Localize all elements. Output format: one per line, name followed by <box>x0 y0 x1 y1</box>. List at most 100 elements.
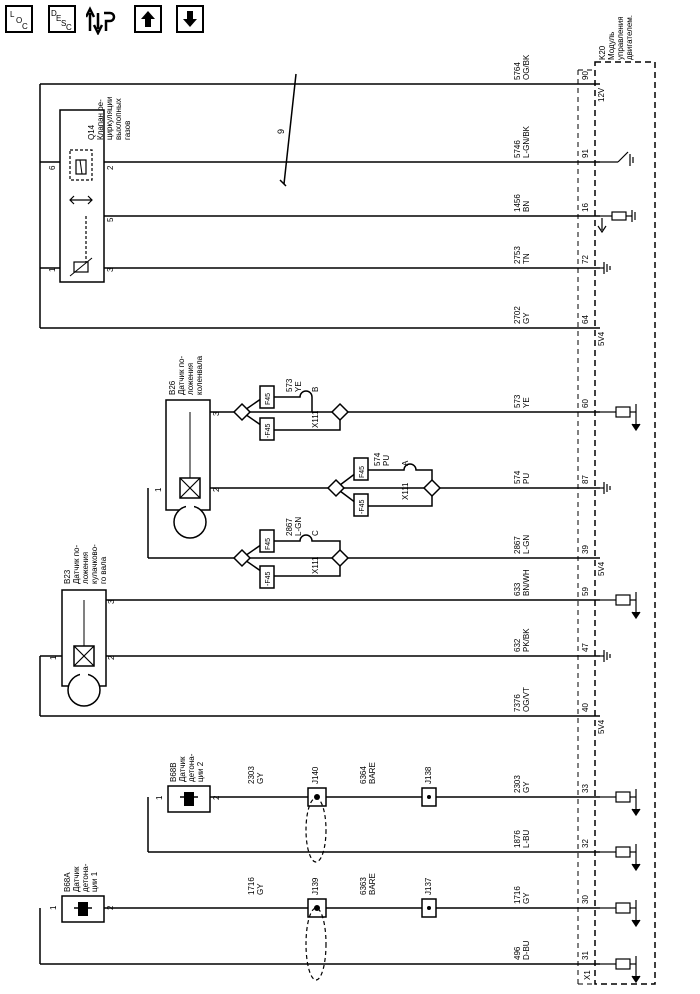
ecm-pin-31: 31 <box>581 951 590 960</box>
b26-pin-2: 2 <box>212 487 221 492</box>
ecm-sensor-input-icon <box>600 789 641 817</box>
inline-2867-conn: X111 <box>311 556 320 574</box>
wire-color-2702: GY <box>522 312 531 324</box>
ecm-internal-symbols <box>597 151 641 984</box>
b68b-knock-sensor-2: B68B Датчик детона- ции 2 1 2 <box>155 753 221 813</box>
loc-letter-l: L <box>10 10 15 19</box>
b26-line-3: коленвала <box>195 355 204 395</box>
ecm-resistor-ground-icon <box>597 210 636 234</box>
wire-color-5746: L-GN/BK <box>522 125 531 158</box>
b68a-line-1: Датчик <box>72 866 81 892</box>
b23-line-2: ложения <box>81 552 90 584</box>
knock1-bare-circuit: 6363 <box>359 877 368 895</box>
wire-circuit-2303: 2303 <box>513 775 522 793</box>
desc-letter-c: C <box>66 23 72 31</box>
ecm-name-2: управления <box>616 16 625 60</box>
b23-line-3: кулачково- <box>90 544 99 584</box>
location-button[interactable]: L O C <box>5 5 33 33</box>
b23-pin-3: 3 <box>107 599 116 604</box>
q14-pin-6: 6 <box>48 165 57 170</box>
b68a-line-2: детона- <box>81 863 90 892</box>
b68b-line-3: ции 2 <box>196 761 205 782</box>
b23-pin-1: 1 <box>49 655 58 660</box>
inline-574-letter: A <box>401 460 410 466</box>
wire-circuit-1456: 1456 <box>513 194 522 212</box>
ecm-module: K20 Модуль управления двигателем. X1 <box>577 15 656 985</box>
b68b-line-2: детона- <box>187 753 196 782</box>
q14-pin-1: 1 <box>48 267 57 272</box>
wire-color-573: YE <box>522 397 531 408</box>
inline-574-color: PU <box>382 455 391 466</box>
ecm-sensor-input-icon <box>600 844 641 872</box>
f45-2867-top: F45 <box>265 538 272 550</box>
b23-ref: B23 <box>63 569 72 584</box>
up-button[interactable] <box>134 5 162 33</box>
b68b-ref: B68B <box>169 762 178 782</box>
inline-574-conn: X111 <box>401 482 410 500</box>
knock1-j1: J139 <box>311 877 320 895</box>
ecm-pin-32: 32 <box>581 839 590 848</box>
b26-pin-3: 3 <box>212 411 221 416</box>
knock2-j2: J138 <box>424 766 433 784</box>
wire-color-633: BN/WH <box>522 569 531 596</box>
wire-color-1716: GY <box>522 892 531 904</box>
wire-circuit-496: 496 <box>513 946 522 960</box>
inline-2867-color: L-GN <box>294 517 303 536</box>
f45-573-bottom: -F45 <box>265 424 272 439</box>
inline-2867-circuit: 2867 <box>285 518 294 536</box>
knock1-bare-color: BARE <box>368 873 377 895</box>
wire-circuit-1876: 1876 <box>513 830 522 848</box>
f45-574-top: F45 <box>359 466 366 478</box>
ecm-note-39: 5V4 <box>597 561 606 576</box>
arrow-up-icon <box>141 11 155 27</box>
knock1-left-color: GY <box>256 883 265 895</box>
ecm-name-3: двигателем. <box>625 15 634 60</box>
knock2-bare-circuit: 6364 <box>359 766 368 784</box>
ground-icon <box>600 262 611 274</box>
f45-574-bottom: -F45 <box>359 500 366 515</box>
wire-circuit-2867: 2867 <box>513 536 522 554</box>
q14-line-2: циркуляции <box>105 97 114 140</box>
knock2-j1: J140 <box>311 766 320 784</box>
b23-line-1: Датчик по- <box>72 545 81 584</box>
q14-ref: Q14 <box>87 124 96 140</box>
wire-circuit-573: 573 <box>513 394 522 408</box>
wire-circuit-5764: 5764 <box>513 62 522 80</box>
down-button[interactable] <box>176 5 204 33</box>
inline-573-conn: X111 <box>311 410 320 428</box>
ecm-pin-72: 72 <box>581 255 590 264</box>
bus-number: 9 <box>276 129 286 134</box>
b68a-pin-1: 1 <box>49 905 58 910</box>
desc-letter-s: S <box>61 19 66 28</box>
description-button[interactable]: D E S C <box>48 5 76 33</box>
wire-color-2303: GY <box>522 781 531 793</box>
ground-icon <box>600 650 611 662</box>
flip-direction-button[interactable] <box>84 3 122 36</box>
arrow-down-icon <box>183 11 197 27</box>
wire-circuit-5746: 5746 <box>513 140 522 158</box>
shield-splices: 2303 GY J140 6364 BARE J138 1716 GY J139… <box>247 762 437 981</box>
wire-color-632: PK/BK <box>522 628 531 652</box>
inline-labels: F45 -F45 573 YE B X111 F45 -F45 574 PU A… <box>265 378 410 586</box>
ecm-note-64: 5V4 <box>597 331 606 346</box>
b68b-pin-1: 1 <box>155 795 164 800</box>
ecm-note-40: 5V4 <box>597 719 606 734</box>
ground-icon <box>600 482 611 494</box>
f45-573-top: F45 <box>265 393 272 405</box>
knock2-left-circuit: 2303 <box>247 766 256 784</box>
b68b-line-1: Датчик <box>178 756 187 782</box>
wire-color-1876: L-BU <box>522 830 531 848</box>
f45-2867-bottom: -F45 <box>265 572 272 587</box>
connector-x1: X1 <box>583 970 592 980</box>
wire-circuit-633: 633 <box>513 582 522 596</box>
ecm-sensor-input-icon <box>600 592 641 620</box>
ecm-pin-33: 33 <box>581 784 590 793</box>
wire-color-5764: OG/BK <box>522 54 531 80</box>
inline-connectors <box>233 385 441 589</box>
loc-letter-o: O <box>16 16 22 25</box>
ecm-sensor-input-icon <box>600 900 641 928</box>
ecm-ref: K20 <box>598 45 607 60</box>
inline-573-letter: B <box>311 387 320 392</box>
